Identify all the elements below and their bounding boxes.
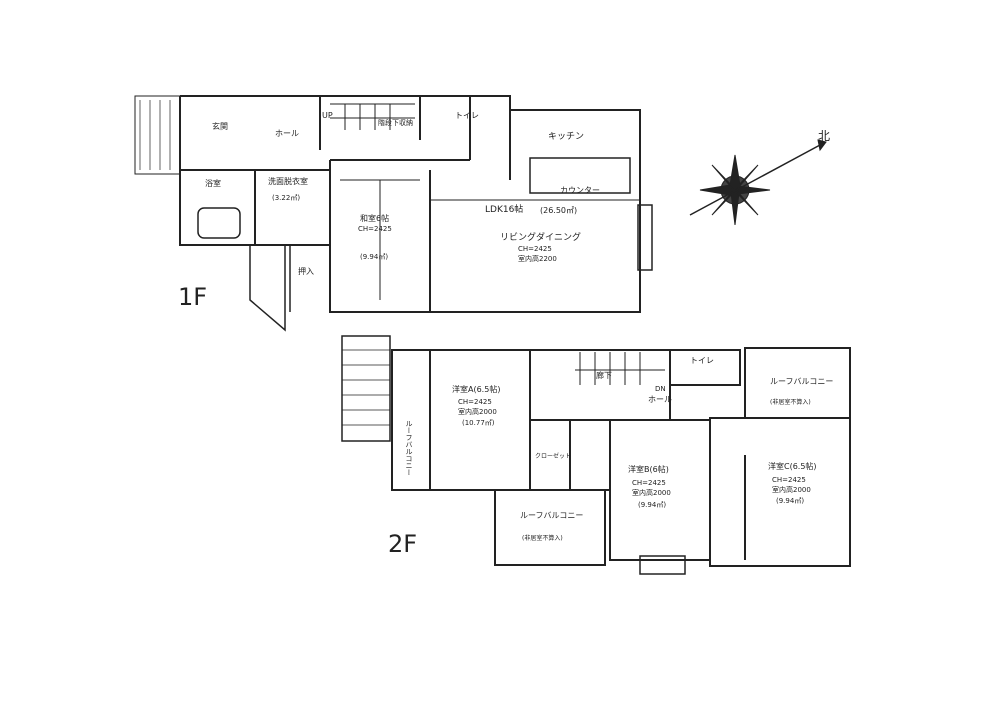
room-label-toilet-1f: トイレ [455, 111, 479, 120]
compass-north-label: 北 [818, 129, 831, 143]
second-floor-walls [341, 335, 851, 575]
ldk-area: (26.50㎡) [540, 206, 578, 215]
compass-rose [689, 139, 827, 226]
room-c-area: (9.94㎡) [776, 497, 805, 505]
room-label-room-b: 洋室B(6帖) [628, 465, 669, 474]
room-b-ch: CH=2425 [632, 479, 666, 487]
room-b-ceiling: 室内高2000 [632, 489, 671, 497]
roof-balcony-upper: ルーフバルコニー [770, 377, 834, 386]
room-label-living-dining: リビングダイニング [500, 233, 582, 243]
room-label-hall-2f: ホール [648, 395, 672, 404]
room-label-bath: 浴室 [205, 179, 221, 188]
room-b-area: (9.94㎡) [638, 501, 667, 509]
counter-label: カウンター [560, 186, 600, 195]
roof-balcony-upper-note: (非居室不算入) [770, 399, 811, 406]
floor-label-2f: 2F [388, 530, 418, 558]
room-label-hall-1f: ホール [275, 129, 299, 138]
roof-balcony-left: ルーフバルコニー [405, 420, 413, 476]
japanese-area: (9.94㎡) [360, 253, 389, 261]
roof-balcony-lower: ルーフバルコニー [520, 511, 584, 520]
room-a-area: (10.77㎡) [462, 419, 495, 427]
room-label-storage: 階段下収納 [378, 119, 413, 127]
corridor-label: 廊下 [596, 371, 612, 380]
room-label-entrance: 玄関 [212, 122, 228, 131]
room-label-japanese: 和室6帖 [360, 214, 390, 223]
ldk-ch: CH=2425 [518, 245, 552, 253]
room-label-toilet-2f: トイレ [690, 356, 714, 365]
room-c-ceiling: 室内高2000 [772, 486, 811, 494]
ldk-ceiling: 室内高2200 [518, 255, 557, 263]
room-label-room-a: 洋室A(6.5帖) [452, 385, 501, 394]
room-label-room-c: 洋室C(6.5帖) [768, 462, 817, 471]
room-c-ch: CH=2425 [772, 476, 806, 484]
stairs-dn-label: DN [655, 385, 666, 393]
washroom-area: (3.22㎡) [272, 194, 301, 202]
room-label-kitchen: キッチン [548, 132, 585, 142]
japanese-ch: CH=2425 [358, 225, 392, 233]
room-a-ch: CH=2425 [458, 398, 492, 406]
closet-label-2f: クローゼット [535, 453, 572, 460]
roof-balcony-lower-note: (非居室不算入) [522, 535, 563, 542]
floor-label-1f: 1F [178, 283, 208, 311]
room-label-closet-1f: 押入 [298, 267, 314, 276]
stairs-up-label: UP [322, 111, 333, 120]
room-label-ldk: LDK16帖 [485, 205, 524, 215]
room-label-washroom: 洗面脱衣室 [268, 177, 308, 186]
first-floor-walls [134, 95, 653, 332]
room-a-ceiling: 室内高2000 [458, 408, 497, 416]
